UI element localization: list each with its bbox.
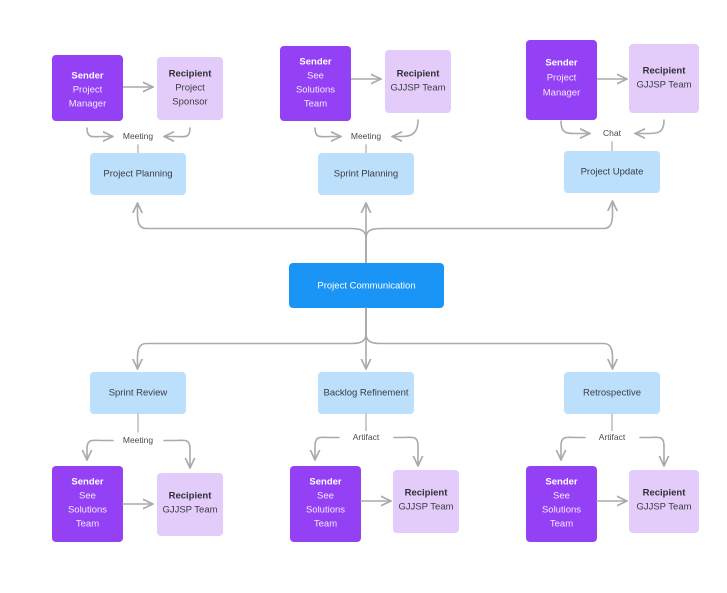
edge-event-to-recipient-1	[164, 127, 191, 137]
hub-upward-branches	[138, 201, 613, 264]
sender-line-3-1: Project	[547, 73, 577, 84]
event-label-2: Sprint Planning	[334, 169, 398, 180]
sender-title-1: Sender	[71, 71, 104, 82]
edge-hub-to-project-planning	[138, 203, 367, 264]
recipient-line-2-1: GJJSP Team	[390, 83, 445, 94]
event-label-6: Retrospective	[583, 388, 641, 399]
group-sprint-review: Sprint Review Meeting Sender See Solutio…	[52, 372, 223, 542]
event-label-3: Project Update	[581, 167, 644, 178]
edge-label-1: Meeting	[123, 131, 154, 141]
recipient-title-4: Recipient	[169, 491, 213, 502]
node-event-project-update[interactable]	[564, 151, 660, 193]
sender-line-4-1: See	[79, 491, 96, 502]
event-label-5: Backlog Refinement	[323, 388, 408, 399]
node-recipient-gjjsp-team-3[interactable]	[629, 44, 699, 113]
event-label-1: Project Planning	[103, 169, 172, 180]
node-recipient-gjjsp-team-6[interactable]	[629, 470, 699, 533]
edge-event-to-sender-6	[561, 436, 586, 460]
node-event-sprint-planning[interactable]	[318, 153, 414, 195]
node-event-retrospective[interactable]	[564, 372, 660, 414]
node-recipient-gjjsp-team-2[interactable]	[385, 50, 451, 113]
label-backdrop-6	[590, 431, 634, 444]
label-backdrop-3	[595, 127, 630, 140]
edge-label-2: Meeting	[351, 131, 382, 141]
recipient-line-6-1: GJJSP Team	[636, 502, 691, 513]
sender-line-3-2: Manager	[543, 88, 581, 99]
node-sender-project-manager[interactable]	[52, 55, 123, 121]
label-backdrop-4	[118, 434, 158, 447]
sender-line-5-3: Team	[314, 519, 337, 530]
recipient-title-1: Recipient	[169, 69, 213, 80]
sender-line-6-2: Solutions	[542, 505, 581, 516]
recipient-title-5: Recipient	[405, 488, 449, 499]
edge-label-6: Artifact	[599, 432, 626, 442]
recipient-line-3-1: GJJSP Team	[636, 80, 691, 91]
node-sender-see-solutions-team-4[interactable]	[52, 466, 123, 542]
edge-event-to-recipient-2	[392, 119, 419, 137]
edge-hub-to-project-update	[365, 201, 613, 264]
edge-label-4: Meeting	[123, 435, 154, 445]
sender-line-1-1: Project	[73, 85, 103, 96]
sender-line-5-2: Solutions	[306, 505, 345, 516]
node-sender-see-solutions-team-2[interactable]	[280, 46, 351, 121]
node-recipient-gjjsp-team-4[interactable]	[157, 473, 223, 536]
edge-label-5: Artifact	[353, 432, 380, 442]
event-label-4: Sprint Review	[109, 388, 168, 399]
sender-line-2-3: Team	[304, 99, 327, 110]
sender-line-2-1: See	[307, 71, 324, 82]
recipient-line-5-1: GJJSP Team	[398, 502, 453, 513]
sender-title-3: Sender	[545, 58, 578, 69]
sender-line-4-3: Team	[76, 519, 99, 530]
edge-event-to-sender-5	[315, 436, 340, 460]
sender-title-2: Sender	[299, 57, 332, 68]
node-sender-see-solutions-team-5[interactable]	[290, 466, 361, 542]
recipient-line-4-1: GJJSP Team	[162, 505, 217, 516]
group-retrospective: Retrospective Artifact Sender See Soluti…	[526, 372, 699, 542]
group-project-update: Sender Project Manager Recipient GJJSP T…	[526, 40, 699, 193]
label-backdrop-2	[346, 130, 386, 143]
hub-node-group: Project Communication	[289, 263, 444, 308]
node-sender-project-manager-3[interactable]	[526, 40, 597, 120]
edge-event-to-recipient-6	[639, 436, 664, 466]
sender-title-5: Sender	[309, 477, 342, 488]
node-event-sprint-review[interactable]	[90, 372, 186, 414]
edge-event-to-recipient-4	[163, 439, 190, 468]
recipient-line-1-2: Sponsor	[172, 97, 207, 108]
sender-title-4: Sender	[71, 477, 104, 488]
sender-title-6: Sender	[545, 477, 578, 488]
node-sender-see-solutions-team-6[interactable]	[526, 466, 597, 542]
recipient-line-1-1: Project	[175, 83, 205, 94]
node-recipient-gjjsp-team-5[interactable]	[393, 470, 459, 533]
group-sprint-planning: Sender See Solutions Team Recipient GJJS…	[280, 46, 451, 195]
edge-hub-to-sprint-review	[138, 307, 367, 369]
sender-line-5-1: See	[317, 491, 334, 502]
hub-downward-branches	[138, 307, 613, 369]
node-event-backlog-refinement[interactable]	[318, 372, 414, 414]
edge-event-to-recipient-5	[393, 436, 418, 466]
sender-line-4-2: Solutions	[68, 505, 107, 516]
label-backdrop-5	[344, 431, 388, 444]
node-event-project-planning[interactable]	[90, 153, 186, 195]
edge-event-to-sender-2	[314, 127, 341, 137]
edge-event-to-sender-3	[560, 120, 590, 134]
recipient-title-6: Recipient	[643, 488, 687, 499]
recipient-title-2: Recipient	[397, 69, 441, 80]
sender-line-2-2: Solutions	[296, 85, 335, 96]
edge-event-to-sender-1	[86, 127, 113, 137]
node-recipient-project-sponsor[interactable]	[157, 57, 223, 120]
edge-event-to-recipient-3	[635, 119, 665, 134]
node-hub-project-communication[interactable]	[289, 263, 444, 308]
group-project-planning: Sender Project Manager Recipient Project…	[52, 55, 223, 195]
sender-line-6-1: See	[553, 491, 570, 502]
sender-line-1-2: Manager	[69, 99, 107, 110]
edge-label-3: Chat	[603, 128, 622, 138]
sender-line-6-3: Team	[550, 519, 573, 530]
recipient-title-3: Recipient	[643, 66, 687, 77]
group-backlog-refinement: Backlog Refinement Artifact Sender See S…	[290, 372, 459, 542]
edge-event-to-sender-4	[87, 439, 114, 460]
edge-hub-to-retrospective	[365, 307, 613, 369]
hub-label: Project Communication	[317, 281, 415, 292]
label-backdrop-1	[118, 130, 158, 143]
